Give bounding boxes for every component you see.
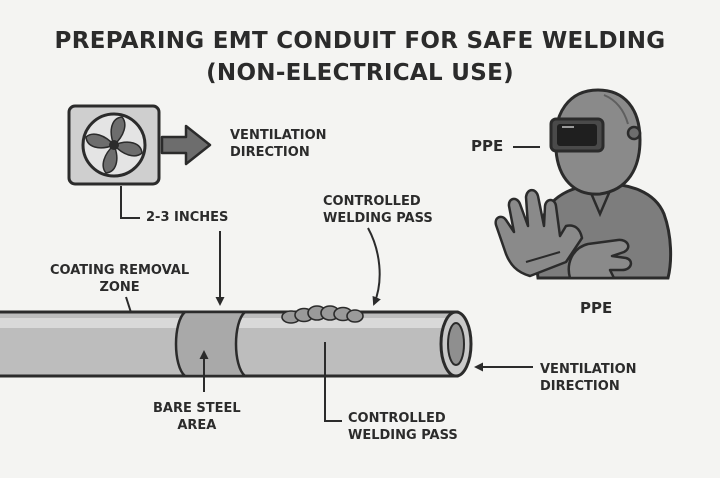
weld-bead <box>281 305 364 324</box>
label-line: COATING REMOVAL <box>50 263 190 278</box>
welding-glove-icon <box>494 188 633 280</box>
weld-bottom-leader <box>324 342 342 422</box>
label-line: ZONE <box>99 280 140 295</box>
ppe-bottom-label: PPE <box>580 299 613 317</box>
coating-removal-label: COATING REMOVAL ZONE <box>50 262 189 296</box>
inches-label: 2-3 INCHES <box>146 210 229 225</box>
label-line: DIRECTION <box>540 379 620 394</box>
controlled-pass-top-label: CONTROLLED WELDING PASS <box>323 193 433 227</box>
label-line: VENTILATION <box>540 362 637 377</box>
label-line: AREA <box>177 418 217 433</box>
label-line: VENTILATION <box>230 128 327 143</box>
ventilation-top-label: VENTILATION DIRECTION <box>230 127 327 161</box>
label-line: CONTROLLED <box>348 411 446 426</box>
label-line: WELDING PASS <box>348 428 458 443</box>
page-title: PREPARING EMT CONDUIT FOR SAFE WELDING <box>54 28 666 54</box>
bare-steel-label: BARE STEEL AREA <box>153 400 241 434</box>
label-line: CONTROLLED <box>323 194 421 209</box>
controlled-pass-bottom-label: CONTROLLED WELDING PASS <box>348 410 458 444</box>
weld-top-leader <box>367 227 381 306</box>
inches-leader <box>120 186 225 306</box>
fan-icon <box>67 104 161 186</box>
page-subtitle: (NON-ELECTRICAL USE) <box>206 60 514 86</box>
welder-figure <box>494 88 673 280</box>
welding-helmet-icon <box>549 88 642 196</box>
label-line: DIRECTION <box>230 145 310 160</box>
conduit-pipe <box>0 310 473 378</box>
label-line: WELDING PASS <box>323 211 433 226</box>
ventilation-bottom-label: VENTILATION DIRECTION <box>540 361 637 395</box>
ppe-side-label: PPE <box>471 137 504 155</box>
arrow-right-icon <box>160 124 212 166</box>
label-line: BARE STEEL <box>153 401 241 416</box>
